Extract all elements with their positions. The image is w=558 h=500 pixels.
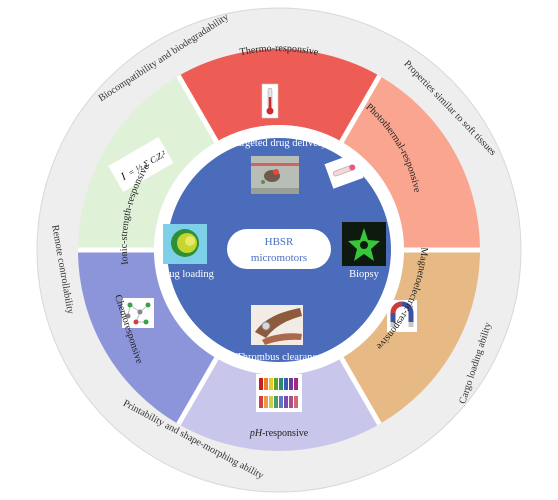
laser-thermometer-icon [324, 153, 364, 189]
ph-suffix: -responsive [262, 428, 309, 439]
segment-chemo [77, 250, 217, 425]
label-thrombus-clearance: Thrombus clearance [236, 352, 322, 363]
center-pill [227, 229, 331, 269]
label-targeted-drug-delivery: Targeted drug delivery [231, 138, 327, 149]
drug-loading-image [163, 224, 207, 264]
center-line1: HBSR [265, 236, 294, 248]
segment-magnetic [341, 250, 480, 425]
label-drug-loading: Drug loading [158, 269, 214, 280]
thrombus-image [251, 305, 303, 345]
segment-photothermal [341, 75, 480, 251]
label-biopsy: Biopsy [349, 269, 380, 280]
segment-thermo [178, 48, 380, 142]
biopsy-image [342, 222, 386, 266]
ph-strips-icon [256, 374, 302, 412]
segment-separators [78, 74, 480, 426]
segment-label-thermo: Thermo-responsive [239, 43, 320, 58]
formula-lhs: I [118, 170, 129, 183]
segment-label-ph: pH-responsive [249, 428, 309, 439]
targeted-delivery-image [251, 156, 299, 194]
ph-prefix: pH [249, 428, 263, 439]
magnet-icon [387, 300, 417, 332]
molecule-icon [122, 298, 154, 328]
thermometer-icon [261, 83, 279, 119]
center-line2: micromotors [251, 252, 307, 264]
